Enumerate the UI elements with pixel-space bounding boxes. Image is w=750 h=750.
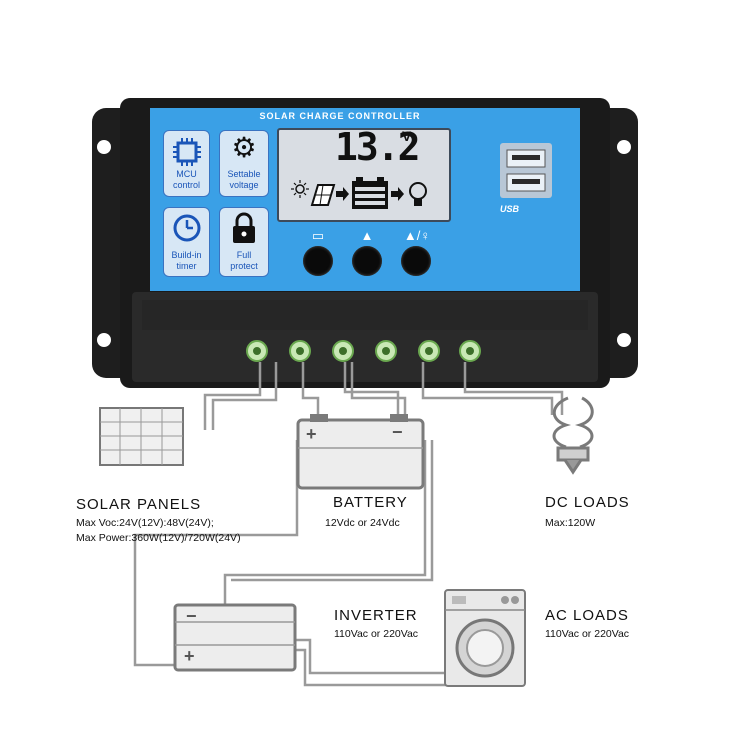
terminal-load-negative — [459, 340, 481, 362]
battery-plus-sign: + — [306, 424, 317, 444]
terminal-battery-positive — [332, 340, 354, 362]
lcd-voltage-unit: V — [402, 128, 412, 144]
battery-minus-sign: − — [392, 422, 403, 442]
screen-icon: ▭ — [311, 228, 325, 243]
terminal-battery-negative — [375, 340, 397, 362]
feature-tile-voltage: ⚙ Settable voltage — [219, 130, 269, 197]
feature-tile-timer: Build-in timer — [163, 207, 210, 277]
battery-heading: BATTERY — [333, 494, 408, 511]
inverter-minus-sign: − — [186, 606, 197, 626]
lock-icon — [233, 212, 255, 243]
inverter-drawing — [173, 603, 297, 672]
solar-panel-icon — [310, 184, 336, 206]
inverter-heading: INVERTER — [334, 607, 418, 624]
feature-tile-mcu: MCU control — [163, 130, 210, 197]
arrow-right-icon — [391, 187, 404, 201]
lcd-voltage-value: 13.2 — [335, 125, 421, 169]
terminal-solar-negative — [289, 340, 311, 362]
dc-loads-max: Max:120W — [545, 517, 596, 529]
menu-button[interactable] — [303, 246, 333, 276]
bulb-drawing — [552, 396, 594, 475]
feature-label-line1: Full — [236, 250, 252, 260]
ac-loads-heading: AC LOADS — [545, 607, 629, 624]
lcd-flow-icons — [291, 177, 427, 209]
terminal-solar-positive — [246, 340, 268, 362]
down-triangle-bulb-icon: ▲/♀ — [403, 228, 431, 243]
usb-label: USB — [500, 204, 520, 214]
arrow-right-icon — [336, 187, 349, 201]
usb-ports — [500, 143, 552, 198]
lightbulb-icon — [409, 182, 427, 206]
feature-label-line1: MCU — [176, 169, 197, 179]
washing-machine-drawing — [444, 589, 526, 687]
sun-icon — [291, 180, 309, 198]
down-button[interactable] — [401, 246, 431, 276]
chip-icon — [173, 138, 201, 166]
solar-panels-voc: Max Voc:24V(12V):48V(24V); — [76, 517, 214, 529]
feature-tile-protect: Full protect — [219, 207, 269, 277]
battery-drawing — [296, 414, 425, 490]
clock-icon — [173, 214, 201, 242]
inverter-plus-sign: + — [184, 646, 195, 666]
feature-label-line1: Settable — [227, 169, 261, 179]
feature-label-line2: timer — [176, 261, 197, 271]
solar-panels-power: Max Power:360W(12V)/720W(24V) — [76, 532, 241, 544]
ac-loads-voltage: 110Vac or 220Vac — [545, 628, 630, 640]
solar-panels-heading: SOLAR PANELS — [76, 496, 202, 513]
up-button[interactable] — [352, 246, 382, 276]
up-triangle-icon: ▲ — [360, 228, 374, 243]
gear-icon: ⚙ — [231, 132, 257, 163]
battery-icon — [352, 177, 388, 209]
battery-voltage: 12Vdc or 24Vdc — [325, 517, 400, 529]
feature-label-line2: control — [172, 180, 200, 190]
inverter-voltage: 110Vac or 220Vac — [334, 628, 419, 640]
controller-title: SOLAR CHARGE CONTROLLER — [259, 111, 421, 121]
terminal-load-positive — [418, 340, 440, 362]
feature-label-line1: Build-in — [171, 250, 202, 260]
feature-label-line2: protect — [230, 261, 258, 271]
dc-loads-heading: DC LOADS — [545, 494, 630, 511]
solar-panel-drawing — [99, 407, 184, 466]
feature-label-line2: voltage — [229, 180, 259, 190]
